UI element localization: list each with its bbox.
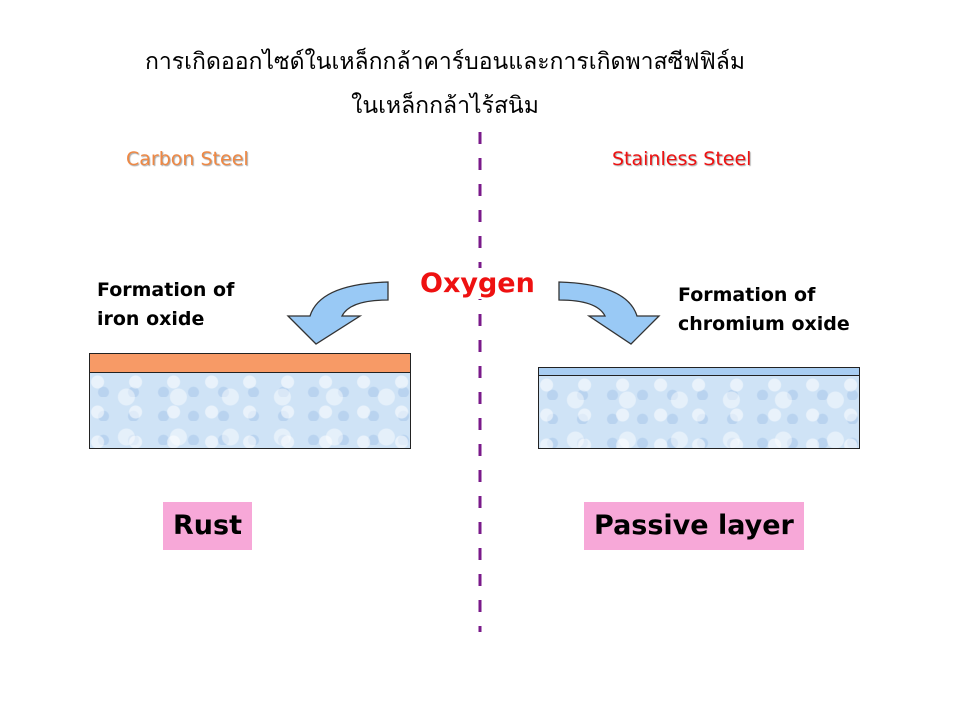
- rust-label: Rust: [163, 502, 252, 550]
- carbon-steel-heading: Carbon Steel: [126, 148, 249, 170]
- curved-arrow-down-left-icon: [286, 281, 389, 345]
- title-line-1: การเกิดออกไซด์ในเหล็กกล้าคาร์บอนและการเก…: [144, 49, 746, 75]
- chromium-oxide-caption-line-2: chromium oxide: [678, 313, 850, 335]
- iron-oxide-caption: Formation of iron oxide: [97, 276, 234, 334]
- stainless-steel-slab: [538, 375, 860, 449]
- oxygen-label: Oxygen: [418, 268, 537, 299]
- title-line-2: ในเหล็กกล้าไร้สนิม: [351, 93, 539, 119]
- carbon-steel-slab: [89, 372, 411, 449]
- stainless-steel-heading: Stainless Steel: [612, 148, 752, 170]
- curved-arrow-down-right-icon: [558, 281, 661, 345]
- chromium-oxide-caption: Formation of chromium oxide: [678, 281, 850, 339]
- iron-oxide-caption-line-1: Formation of: [97, 279, 235, 301]
- passive-layer-label: Passive layer: [584, 502, 804, 550]
- chromium-oxide-caption-line-1: Formation of: [678, 284, 816, 306]
- iron-oxide-caption-line-2: iron oxide: [97, 308, 205, 330]
- center-divider: [478, 132, 482, 632]
- iron-oxide-layer: [89, 353, 411, 373]
